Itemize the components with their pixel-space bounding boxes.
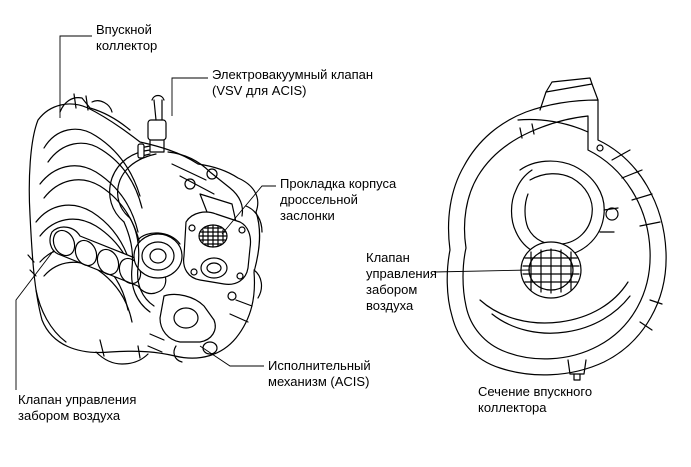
leader-control-valve-right	[433, 269, 531, 273]
label-section-line-1: Сечение впускного	[478, 384, 593, 399]
label-actuator: Исполнительный механизм (ACIS)	[268, 358, 371, 390]
leader-vsv	[171, 77, 208, 116]
leader-intake-manifold	[59, 35, 92, 118]
label-vsv-line-1: Электровакуумный клапан	[212, 67, 374, 82]
label-actuator-line-2: механизм (ACIS)	[268, 374, 370, 389]
label-gasket-line-1: Прокладка корпуса	[280, 176, 397, 191]
label-control-valve-right-line-4: воздуха	[366, 298, 414, 313]
intake-manifold-assembly-drawing	[27, 93, 263, 365]
label-intake-manifold-line-1: Впускной	[96, 22, 152, 37]
intake-manifold-section-drawing	[446, 77, 667, 381]
leader-control-valve-left	[15, 249, 55, 390]
label-actuator-line-1: Исполнительный	[268, 358, 371, 373]
label-section-line-2: коллектора	[478, 400, 547, 415]
label-control-valve-left: Клапан управления забором воздуха	[18, 392, 136, 424]
label-intake-manifold: Впускной коллектор	[96, 22, 157, 54]
label-intake-manifold-line-2: коллектор	[96, 38, 158, 53]
label-control-valve-right-line-1: Клапан	[366, 250, 410, 265]
label-gasket-line-2: дроссельной	[280, 192, 358, 207]
label-control-valve-left-line-1: Клапан управления	[18, 392, 137, 407]
leader-lines	[15, 35, 531, 390]
label-control-valve-left-line-2: забором воздуха	[18, 408, 121, 423]
label-vsv: Электровакуумный клапан (VSV для ACIS)	[212, 67, 373, 99]
label-control-valve-right: Клапан управления забором воздуха	[366, 250, 437, 314]
label-control-valve-right-line-3: забором	[366, 282, 418, 297]
leader-actuator	[199, 345, 264, 367]
label-gasket: Прокладка корпуса дроссельной заслонки	[280, 176, 396, 224]
label-vsv-line-2: (VSV для ACIS)	[212, 83, 307, 98]
leader-gasket	[221, 185, 276, 235]
label-section: Сечение впускного коллектора	[478, 384, 592, 416]
label-control-valve-right-line-2: управления	[366, 266, 437, 281]
label-gasket-line-3: заслонки	[280, 208, 335, 223]
